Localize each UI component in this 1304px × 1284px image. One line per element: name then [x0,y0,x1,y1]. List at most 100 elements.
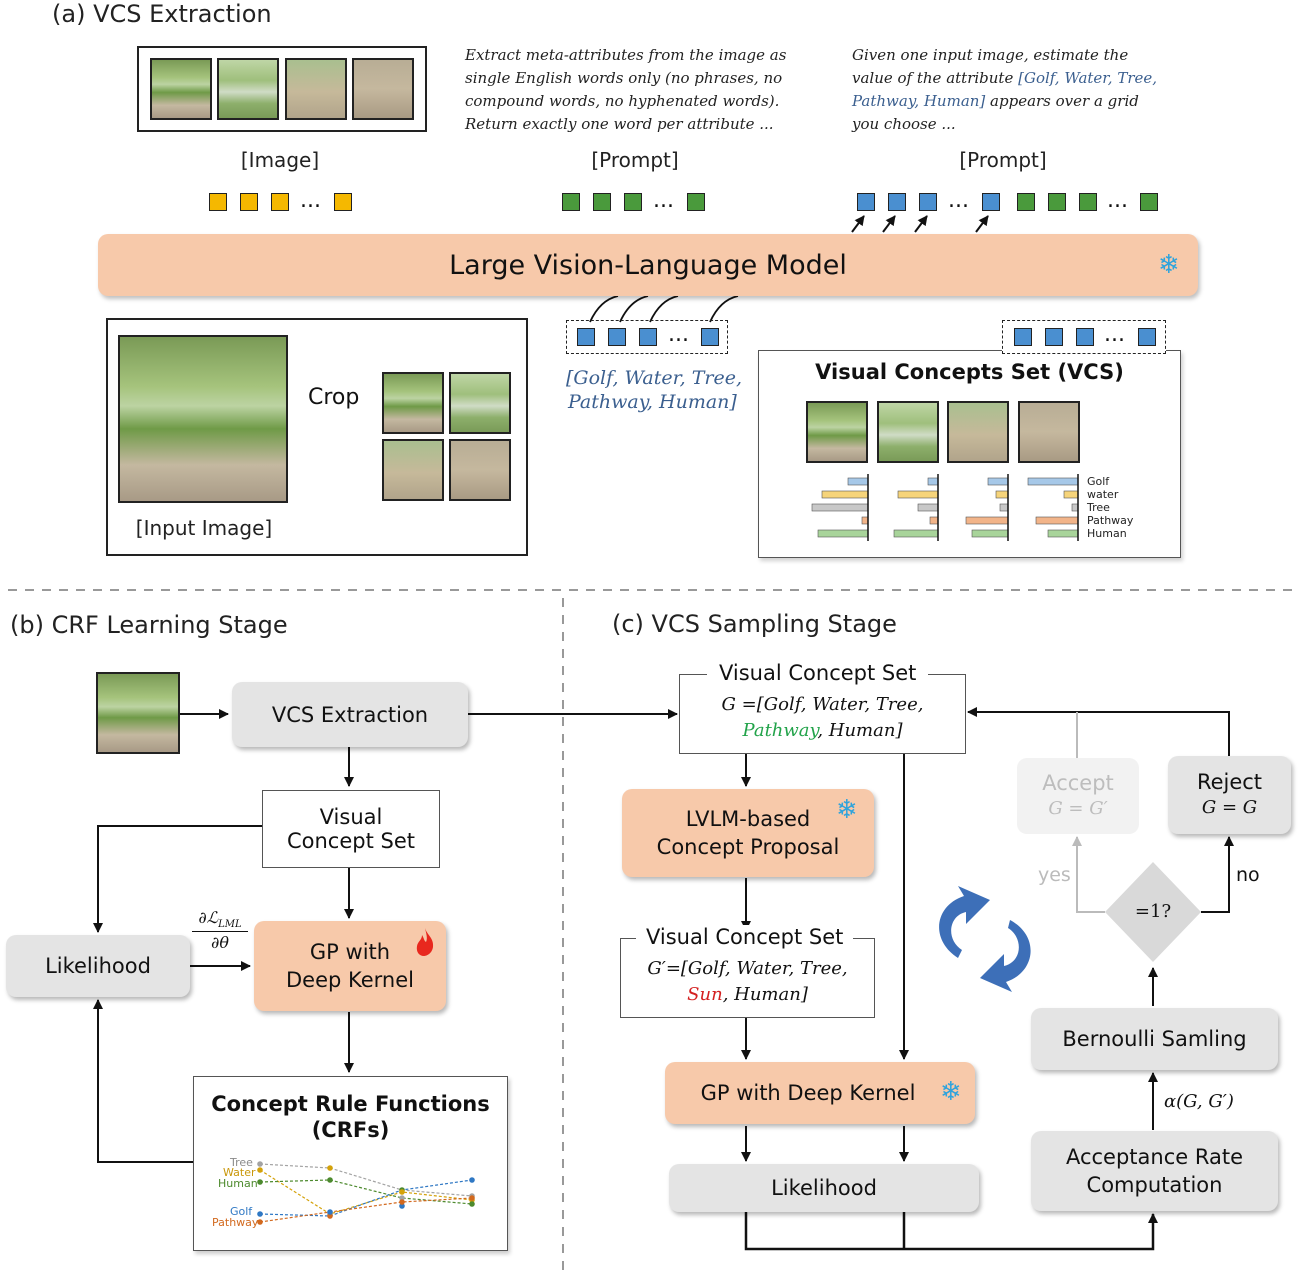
prompt-token [593,193,611,211]
concept-token [888,193,906,211]
reject-label: Reject [1196,770,1263,794]
bar-glyph-3 [965,474,1009,541]
bar-glyph-2 [893,474,939,541]
vcs-g2-line1: G′=[Golf, Water, Tree, [647,958,848,979]
attr-list-line2: Pathway, Human] [568,391,737,413]
acceptance-rate-box: Acceptance Rate Computation [1031,1131,1278,1211]
strip-patch-4 [352,58,414,120]
ellipsis: ... [1104,322,1125,347]
attr-list-line1: [Golf, Water, Tree, [566,367,742,389]
accept-box: Accept G = G′ [1017,758,1139,834]
prompt2-attrs: [Golf, Water, Tree, Pathway, Human] [852,69,1158,110]
bernoulli-label: Bernoulli Samling [1062,1027,1247,1051]
decision-diamond [1105,862,1201,962]
concept-token [639,328,657,346]
prompt-token [624,193,642,211]
lvlm-label: Large Vision-Language Model [449,249,847,281]
prompt-token [1048,193,1066,211]
prompt2-post: appears over a grid you choose ... [852,92,1139,133]
acc-line1: Acceptance Rate [1065,1145,1244,1169]
crf-line-label: Pathway [212,1216,259,1229]
concept-token-group [566,320,728,354]
decision-label: =1? [1134,901,1172,922]
crf-line-label: Tree [230,1156,253,1169]
concept-token-curves [589,295,739,323]
g-post: , Human] [817,720,903,741]
bar-label: Pathway [1087,514,1134,527]
g2-sun: Sun [687,984,723,1005]
crf-line-plot [257,1161,475,1225]
section-title-b: (b) CRF Learning Stage [10,611,288,639]
sample-image [96,672,180,754]
vcs-bar-glyphs [811,474,1079,541]
output-token-arrows [851,215,989,233]
concept-proposal-box: LVLM-based Concept Proposal [622,789,874,877]
prompt-token [562,193,580,211]
image-token [271,193,289,211]
prompt-label-1: [Prompt] [591,148,679,172]
gp-deep-kernel-box-c: GP with Deep Kernel [665,1062,975,1124]
ellipsis: ... [300,188,321,213]
visual-concept-set-box: Visual Concept Set [262,790,440,868]
vcs-label-line1: Visual [319,805,383,829]
prompt-token [1140,193,1158,211]
prompt-token [687,193,705,211]
prompt-text-1: Extract meta-attributes from the image a… [465,46,787,133]
vcs-box-g-prime-title: Visual Concept Set [636,925,854,949]
crf-line-label: Golf [230,1205,253,1218]
concept-token [857,193,875,211]
prompt-label-2: [Prompt] [959,148,1047,172]
crf-title-line1: Concept Rule Functions [211,1092,490,1116]
concept-token [1138,328,1156,346]
input-image [118,335,288,503]
prompt2-pre: Given one input image, estimate the valu… [852,46,1129,87]
ellipsis: ... [668,322,689,347]
proposal-line2: Concept Proposal [656,835,840,859]
gp-c-label: GP with Deep Kernel [700,1081,916,1105]
g-pathway: Pathway [742,720,818,741]
gp-label-line2: Deep Kernel [286,968,414,992]
image-token [334,193,352,211]
bar-label: Golf [1087,475,1110,488]
alpha-label: α(G, G′) [1164,1091,1234,1112]
vcs-box-g-title: Visual Concept Set [707,661,929,685]
likelihood-label-b: Likelihood [45,954,151,978]
snowflake-icon: ❄ [1158,250,1180,280]
crf-panel [193,1076,508,1251]
concept-token [982,193,1000,211]
likelihood-box-c: Likelihood [669,1164,979,1212]
crf-title-line2: (CRFs) [311,1118,390,1142]
vcs-patch-1 [806,401,868,463]
bar-label: Human [1087,527,1127,540]
concept-token [577,328,595,346]
vcs-patch-2 [877,401,939,463]
acc-line2: Computation [1086,1173,1223,1197]
concept-token [1014,328,1032,346]
likelihood-box-b: Likelihood [6,935,190,997]
accept-eq: G = G′ [1048,798,1108,819]
vcs-extraction-label: VCS Extraction [271,702,429,727]
vcs-g-line1: G =[Golf, Water, Tree, [721,694,924,715]
gp-deep-kernel-box-b: GP with Deep Kernel [254,921,446,1011]
flame-icon [416,928,434,956]
snowflake-icon: ❄ [940,1077,962,1107]
bar-label: water [1087,488,1119,501]
g2-post: , Human] [722,984,808,1005]
ellipsis: ... [948,188,969,213]
strip-patch-2 [217,58,279,120]
input-image-label: [Input Image] [135,516,273,540]
accept-label: Accept [1042,771,1114,795]
section-title-c: (c) VCS Sampling Stage [612,610,897,638]
proposal-line1: LVLM-based [685,807,811,831]
crf-line-label: Water [223,1166,256,1179]
gradient-denominator: ∂θ [211,933,229,953]
crop-patch-4 [449,439,511,501]
ellipsis: ... [1107,188,1128,213]
prompt-token [1017,193,1035,211]
gp-label-line1: GP with [309,940,391,964]
crop-patch-1 [382,372,444,434]
vcs-patch-4 [1018,401,1080,463]
likelihood-label-c: Likelihood [771,1176,877,1200]
